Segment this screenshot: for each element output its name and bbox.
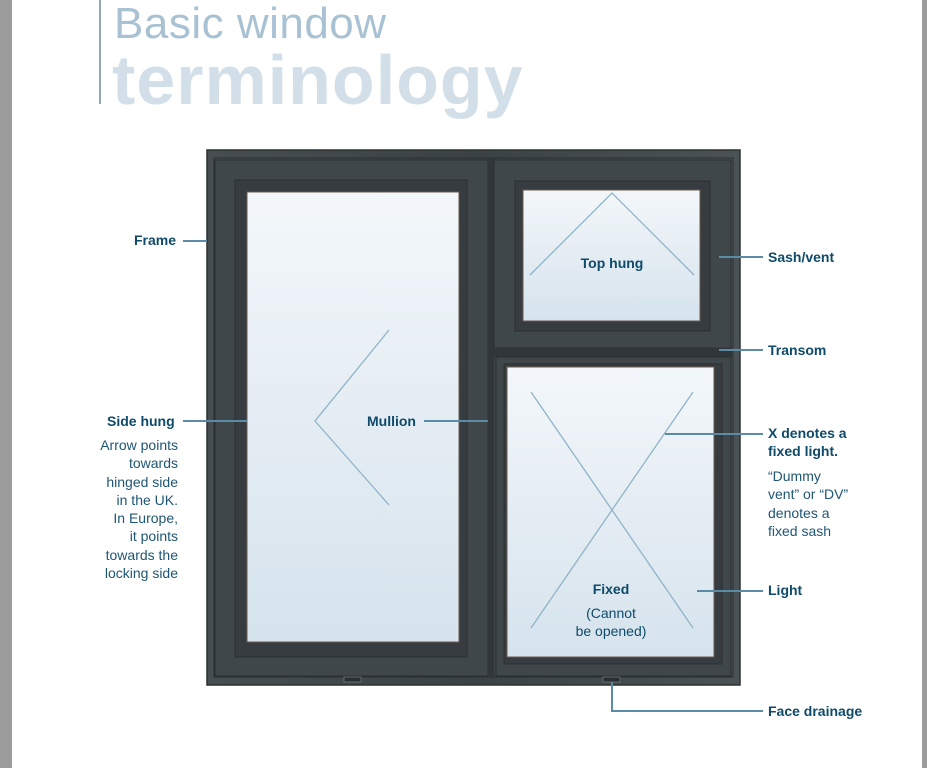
x-denotes-leader [665, 433, 763, 435]
label-side-hung: Side hung [107, 413, 175, 429]
top-hung-arrow-icon [529, 192, 695, 276]
dummy-vent-note-line-2: vent” or “DV” [768, 486, 849, 503]
fixed-note: (Cannot be opened) [556, 604, 666, 641]
page-title-line-1: Basic window [114, 0, 387, 48]
sash-vent-leader [719, 256, 763, 258]
title-divider [99, 0, 101, 104]
label-x-denotes-line-2: fixed light. [768, 443, 838, 459]
transom [494, 348, 732, 357]
frame-leader [183, 240, 207, 242]
label-light: Light [768, 582, 803, 598]
label-frame: Frame [134, 232, 177, 248]
side-hung-leader [183, 420, 247, 422]
label-top-hung: Top hung [580, 255, 644, 271]
label-x-denotes: X denotes a fixed light. [768, 424, 847, 460]
label-mullion: Mullion [367, 413, 416, 429]
light-leader [697, 590, 763, 592]
fixed-note-line-1: (Cannot [586, 605, 636, 621]
side-hung-note-line-1: Arrow points [100, 437, 178, 453]
side-hung-note-line-5: In Europe, [113, 510, 178, 527]
dummy-vent-note-line-3: denotes a [768, 504, 830, 521]
side-hung-arrow-icon [314, 329, 390, 506]
fixed-note-line-2: be opened) [575, 623, 647, 640]
label-sash-vent: Sash/vent [768, 249, 835, 265]
side-hung-note-line-3: hinged side [106, 473, 178, 490]
left-glass [246, 191, 460, 643]
label-transom: Transom [768, 342, 827, 358]
top-right-glass [522, 189, 701, 322]
dummy-vent-note-line-1: “Dummy [768, 468, 821, 484]
transom-leader [719, 349, 763, 351]
face-drainage-leader-vertical [611, 682, 613, 711]
mullion-leader [424, 420, 488, 422]
dummy-vent-note: “Dummy vent” or “DV” denotes a fixed sas… [768, 467, 848, 540]
side-hung-note: Arrow points towards hinged side in the … [100, 436, 178, 582]
side-hung-note-line-7: towards the [105, 546, 178, 563]
label-fixed: Fixed [592, 581, 630, 597]
mullion [488, 158, 494, 677]
side-hung-note-line-4: in the UK. [116, 491, 178, 508]
side-hung-note-line-6: it points [129, 528, 178, 545]
page-title-line-2: terminology [112, 41, 524, 119]
side-hung-note-line-8: locking side [104, 565, 178, 582]
label-x-denotes-line-1: X denotes a [768, 425, 847, 441]
dummy-vent-note-line-4: fixed sash [768, 522, 832, 539]
side-hung-note-line-2: towards [128, 455, 178, 472]
face-drainage-leader-horizontal [611, 710, 763, 712]
label-face-drainage: Face drainage [768, 703, 863, 719]
